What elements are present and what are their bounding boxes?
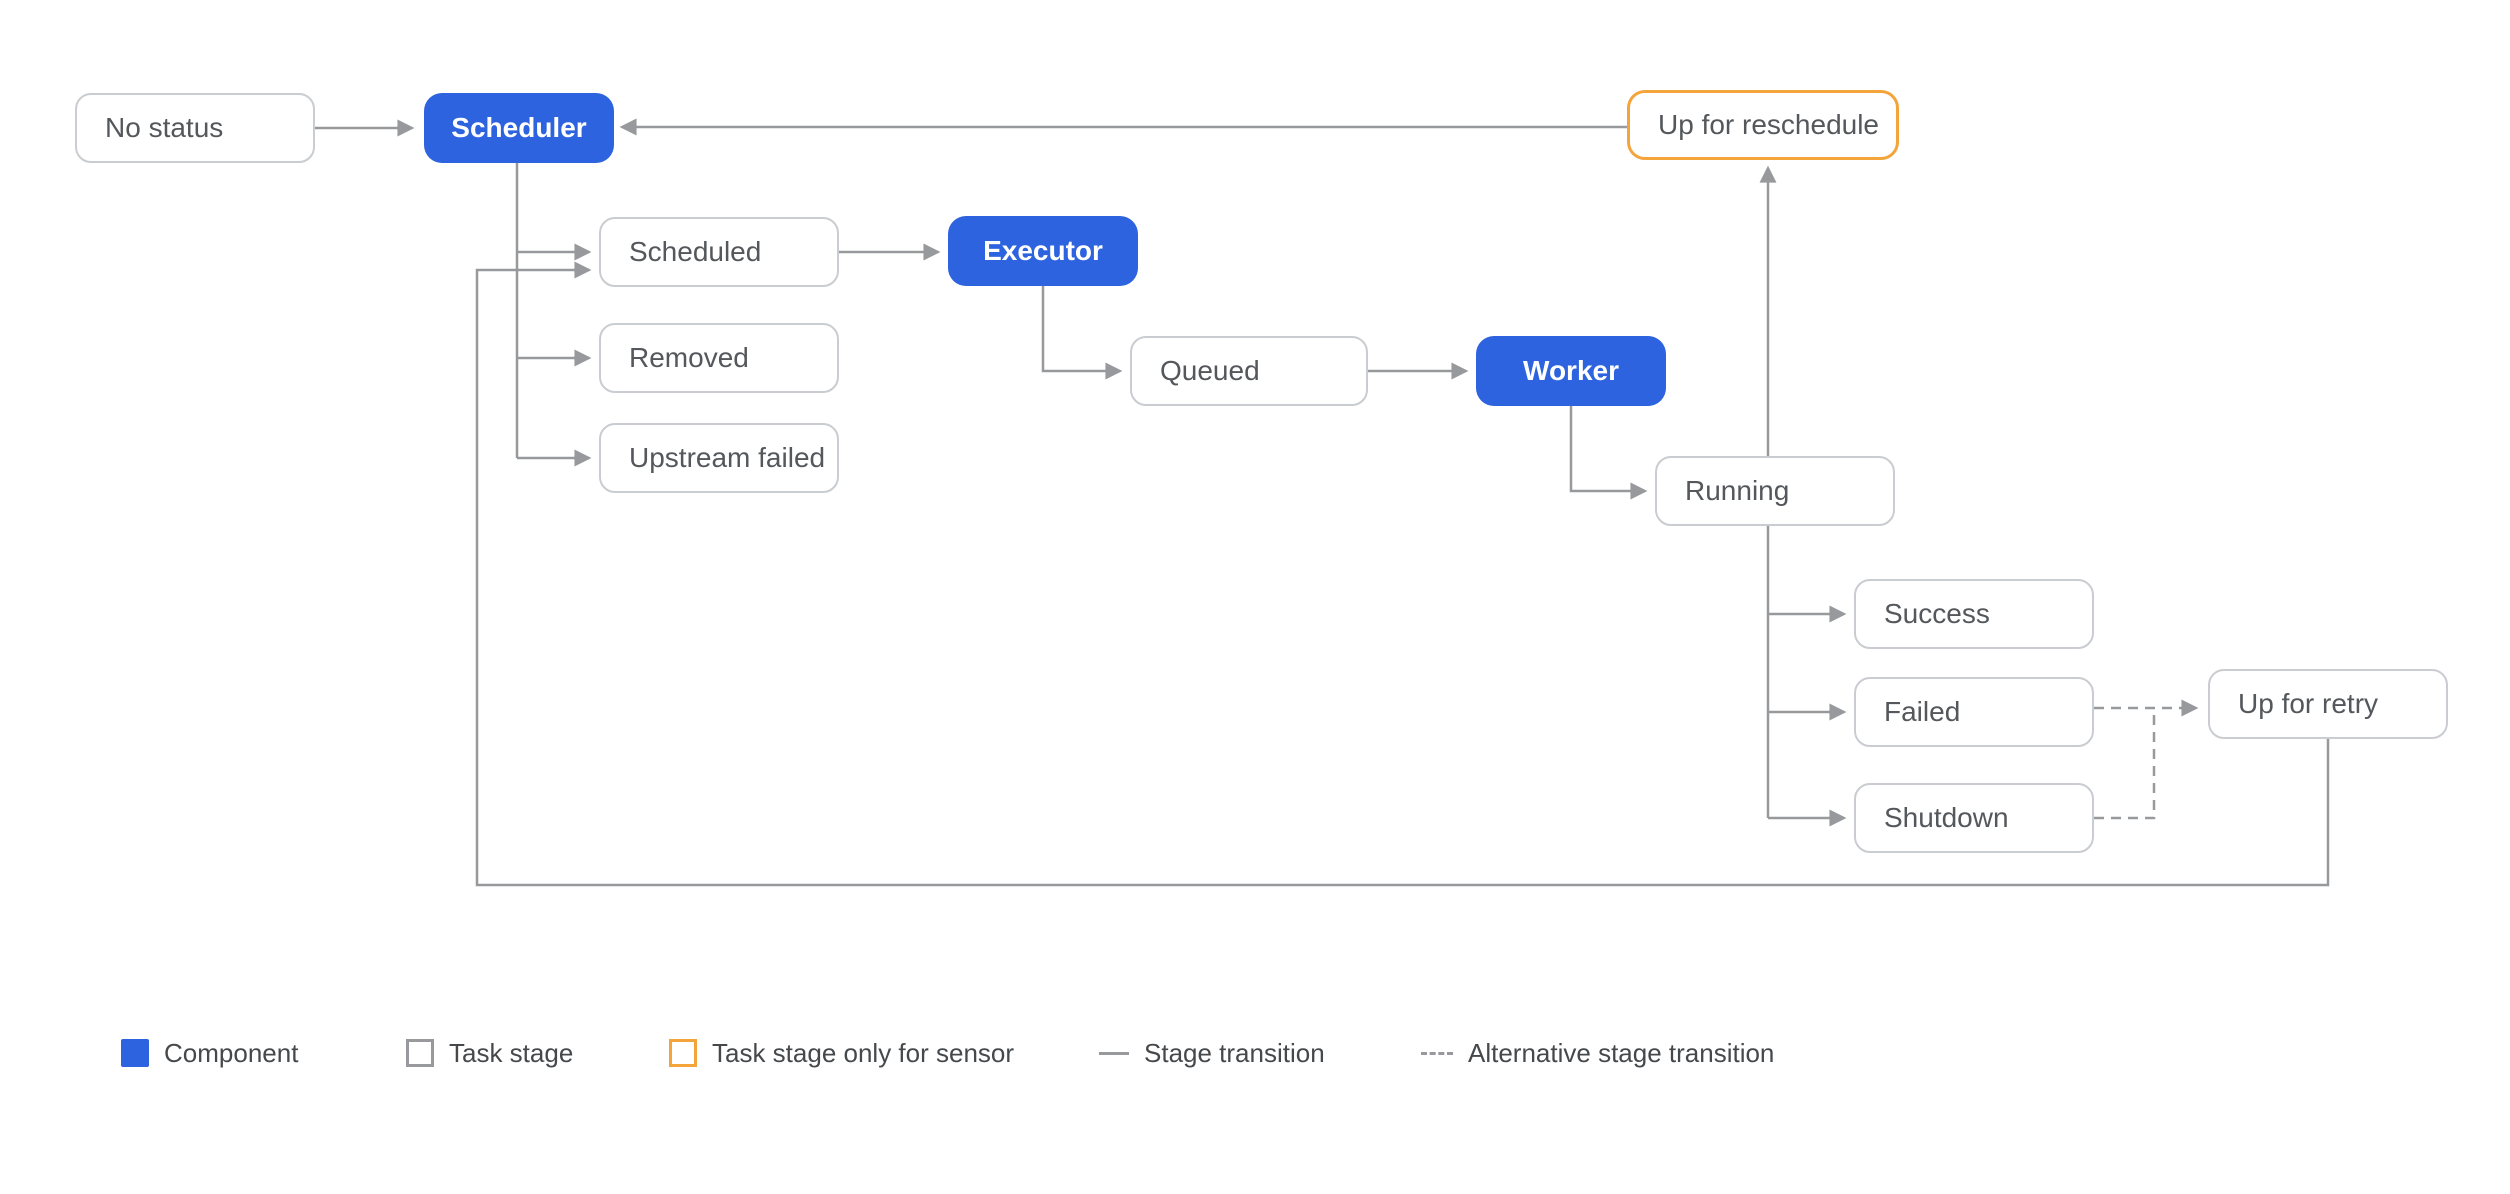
legend-alternative-stage-transition: Alternative stage transition [1421,1030,1774,1076]
node-failed: Failed [1854,677,2094,747]
node-executor: Executor [948,216,1138,286]
edge-shutdown-to-up-for-retry [2094,708,2156,820]
legend-task-stage-sensor: Task stage only for sensor [669,1030,1014,1076]
legend-alternative-stage-transition-label: Alternative stage transition [1468,1037,1775,1068]
edge-up-for-retry-to-scheduled [475,261,2330,887]
node-upstream-failed: Upstream failed [599,423,839,493]
node-success: Success [1854,579,2094,649]
node-scheduler: Scheduler [424,93,614,163]
node-up-for-retry: Up for retry [2208,669,2448,739]
sensor-stage-swatch-icon [669,1039,697,1067]
task-stage-swatch-icon [406,1039,434,1067]
edge-executor-to-queued [1041,286,1123,380]
dashed-line-swatch-icon [1421,1051,1453,1055]
node-running: Running [1655,456,1895,526]
legend-task-stage-sensor-label: Task stage only for sensor [712,1037,1015,1068]
solid-line-swatch-icon [1099,1051,1129,1055]
component-swatch-icon [121,1039,149,1067]
node-no-status: No status [75,93,315,163]
legend-task-stage-label: Task stage [449,1037,574,1068]
node-shutdown: Shutdown [1854,783,2094,853]
legend-component: Component [121,1030,298,1076]
legend-component-label: Component [164,1037,299,1068]
node-up-for-reschedule: Up for reschedule [1627,90,1899,160]
legend-stage-transition-label: Stage transition [1144,1037,1325,1068]
legend-task-stage: Task stage [406,1030,573,1076]
node-worker: Worker [1476,336,1666,406]
node-scheduled: Scheduled [599,217,839,287]
node-removed: Removed [599,323,839,393]
edge-worker-to-running [1569,406,1648,500]
node-queued: Queued [1130,336,1368,406]
legend-stage-transition: Stage transition [1099,1030,1325,1076]
